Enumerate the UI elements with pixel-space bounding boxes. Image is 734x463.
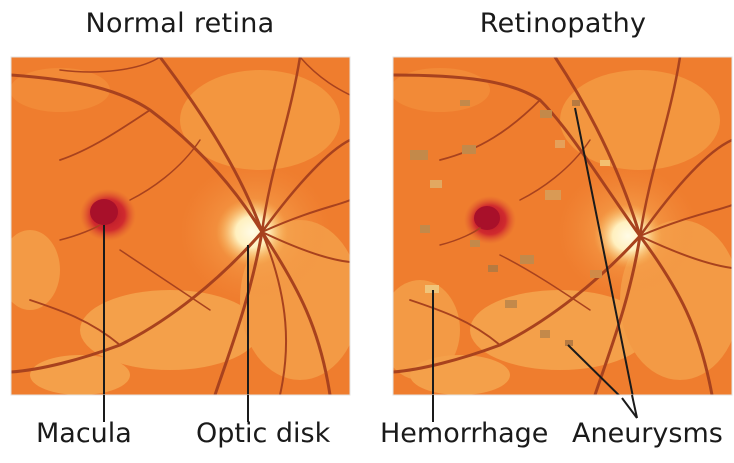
retinopathy-image bbox=[380, 57, 734, 420]
macula-label: Macula bbox=[36, 418, 132, 449]
normal-retina-image bbox=[0, 57, 360, 420]
optic-disk-label: Optic disk bbox=[196, 418, 330, 449]
hemorrhage-label: Hemorrhage bbox=[380, 418, 548, 449]
aneurysms-label: Aneurysms bbox=[572, 418, 723, 449]
aneurysm-spot bbox=[572, 100, 580, 106]
